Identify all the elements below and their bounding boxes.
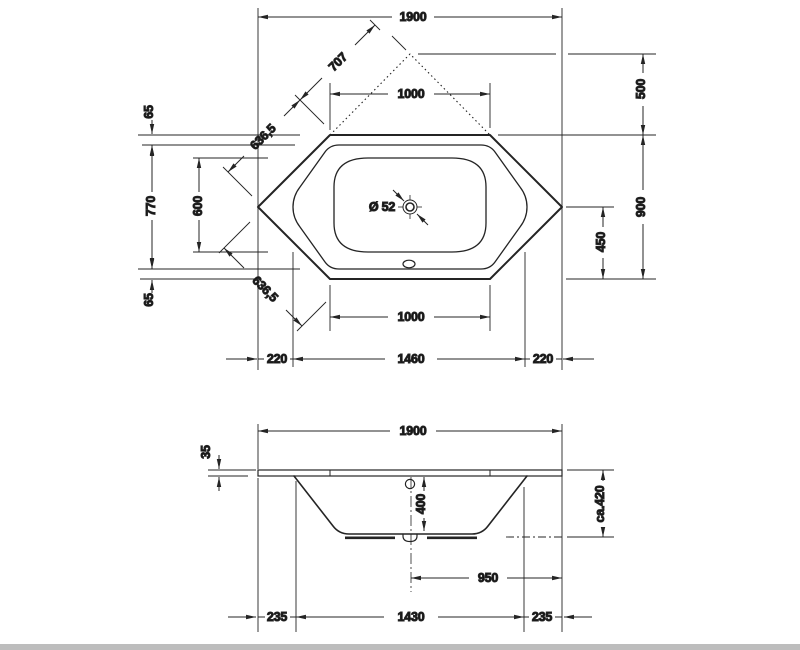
dim-label-1000-top: 1000: [397, 87, 424, 101]
drain-symbol: Ø 52: [368, 189, 429, 226]
dim-450: 450: [594, 207, 609, 279]
section-extension-lines: [208, 424, 614, 632]
dim-label-65-top: 65: [142, 105, 156, 119]
dim-600: 600: [191, 158, 206, 252]
dim-label-1900-section: 1900: [399, 424, 426, 438]
dim-label-235-right: 235: [532, 610, 553, 624]
tub-basin-contour: [333, 157, 487, 253]
dim-950: 950: [411, 571, 562, 586]
top-view-extension-lines: [138, 8, 656, 370]
dim-235-1430-235: 235 1430 235: [228, 610, 592, 625]
dim-label-600: 600: [191, 196, 205, 217]
dim-label-ca420: ca.420: [593, 485, 607, 522]
overflow-hole: [402, 259, 416, 269]
dim-707: 707: [294, 19, 381, 125]
dim-label-950: 950: [478, 571, 499, 585]
dim-label-1000-bottom: 1000: [397, 310, 424, 324]
dim-500: 500: [634, 54, 649, 135]
dim-636-upper: 636,5: [222, 99, 301, 197]
top-view: Ø 52 1900 707 636,5 6: [138, 8, 656, 370]
dim-400: 400: [414, 477, 429, 531]
dim-35: 35: [199, 445, 222, 491]
dim-label-770: 770: [144, 196, 158, 217]
dim-900: 900: [634, 135, 649, 279]
dim-770: 770: [144, 145, 159, 269]
dim-label-636-upper: 636,5: [247, 121, 278, 152]
corner-dotted-lines: [329, 35, 491, 136]
tub-section-profile: [257, 469, 563, 592]
dim-label-35: 35: [199, 445, 213, 459]
dim-1900-section: 1900: [258, 424, 562, 439]
dim-636-lower: 636,5: [218, 221, 327, 332]
dim-65-top: 65: [142, 105, 157, 160]
dim-label-900: 900: [634, 197, 648, 218]
dim-1000-bottom: 1000: [330, 310, 490, 325]
tub-rim-bar: [257, 469, 563, 477]
overflow-hole-section: [404, 478, 416, 490]
dim-1000-top: 1000: [330, 87, 490, 102]
dim-label-220-right: 220: [533, 352, 554, 366]
dim-65-bottom: 65: [142, 255, 157, 307]
dim-label-220-left: 220: [267, 352, 288, 366]
dim-ca420: ca.420: [593, 470, 608, 537]
dim-label-drain-diameter: Ø 52: [369, 200, 396, 214]
dim-label-636-lower: 636,5: [249, 273, 280, 304]
dim-1900-top: 1900: [258, 10, 562, 25]
dim-label-500: 500: [634, 79, 648, 100]
dim-label-65-bottom: 65: [142, 293, 156, 307]
dim-label-1430: 1430: [397, 610, 424, 624]
dim-label-1900-top: 1900: [399, 10, 426, 24]
section-view: 1900 35 400 c: [199, 424, 614, 632]
waste-trap: [402, 533, 418, 543]
dim-220-1460-220: 220 1460 220: [226, 352, 594, 367]
dim-label-1460: 1460: [397, 352, 424, 366]
dim-label-707: 707: [326, 50, 350, 74]
dim-label-235-left: 235: [267, 610, 288, 624]
dim-label-400: 400: [414, 494, 428, 515]
photo-edge-strip: [0, 644, 800, 650]
tub-rim-inner-contour: [292, 144, 528, 270]
dim-label-450: 450: [594, 232, 608, 253]
tub-outer-hexagon: [257, 134, 563, 280]
